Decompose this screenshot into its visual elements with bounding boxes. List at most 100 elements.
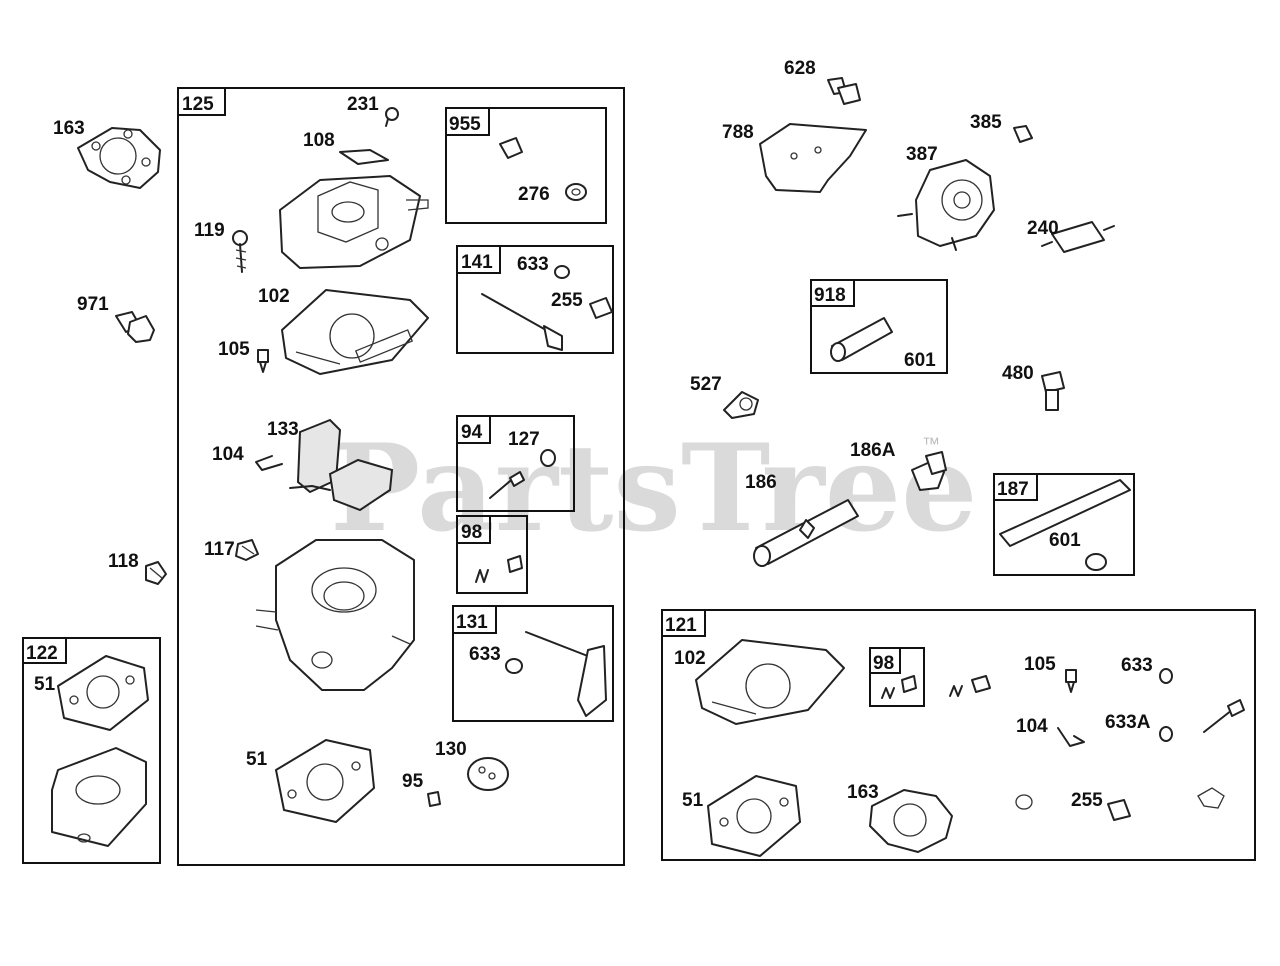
part-385-bolt[interactable]	[1013, 125, 1033, 143]
callout-51: 51	[682, 790, 704, 811]
group-label: 122	[26, 643, 58, 664]
part-387-fuel-pump[interactable]	[897, 159, 995, 251]
part-971-bolt[interactable]	[115, 311, 155, 343]
group-141[interactable]: 141	[456, 245, 614, 354]
part-788-bracket[interactable]	[759, 123, 867, 193]
callout-95: 95	[402, 771, 424, 792]
callout-105: 105	[218, 339, 250, 360]
callout-633: 633	[1121, 655, 1153, 676]
callout-163: 163	[53, 118, 85, 139]
callout-119: 119	[194, 220, 225, 241]
part-spacer[interactable]	[51, 747, 147, 847]
callout-51: 51	[246, 749, 268, 770]
part-kit-clamp[interactable]	[1197, 787, 1225, 809]
watermark-tm: ™	[922, 434, 940, 454]
group-label: 131	[456, 612, 488, 633]
part-480-bolt[interactable]	[1041, 371, 1065, 411]
part-carb-cover[interactable]	[279, 175, 429, 269]
part-spring-screw-loose[interactable]	[949, 675, 991, 697]
part-633-washer-kit[interactable]	[1159, 668, 1173, 684]
group-98-kit[interactable]: 98	[869, 647, 925, 707]
part-carb-body[interactable]	[255, 539, 415, 691]
callout-163: 163	[847, 782, 879, 803]
callout-387: 387	[906, 144, 938, 165]
part-131-throttle[interactable]	[525, 631, 607, 717]
part-240-filter[interactable]	[1041, 221, 1115, 253]
part-51-base-gasket[interactable]	[275, 739, 375, 823]
callout-255: 255	[1071, 790, 1103, 811]
part-255-bushing[interactable]	[589, 297, 613, 319]
part-108-gasket[interactable]	[339, 149, 389, 165]
part-119-screw[interactable]	[232, 230, 248, 273]
callout-601: 601	[1049, 530, 1081, 551]
part-141-shaft[interactable]	[481, 293, 563, 351]
part-527-clamp[interactable]	[723, 391, 759, 419]
callout-255: 255	[551, 290, 583, 311]
part-104-clip[interactable]	[255, 455, 283, 471]
callout-108: 108	[303, 130, 335, 151]
part-276-washer[interactable]	[565, 183, 587, 201]
part-105-needle-kit[interactable]	[1065, 669, 1077, 693]
group-955[interactable]: 955	[445, 107, 607, 224]
callout-104: 104	[212, 444, 244, 465]
part-118-plug[interactable]	[145, 561, 167, 585]
callout-480: 480	[1002, 363, 1034, 384]
part-187-hose[interactable]	[999, 479, 1131, 547]
group-label: 121	[665, 615, 697, 636]
part-255-bushing-kit[interactable]	[1107, 799, 1131, 821]
group-918[interactable]: 918	[810, 279, 948, 374]
part-186-tube[interactable]	[753, 499, 859, 567]
callout-118: 118	[108, 551, 139, 572]
callout-102: 102	[674, 648, 706, 669]
group-187[interactable]: 187	[993, 473, 1135, 576]
part-kit-needle[interactable]	[1203, 699, 1245, 733]
part-130-plate[interactable]	[467, 757, 509, 791]
part-628-bolt[interactable]	[827, 77, 861, 105]
part-102-gasket-kit[interactable]	[695, 639, 845, 725]
part-51-gasket[interactable]	[57, 655, 149, 731]
part-163-gasket[interactable]	[77, 127, 161, 189]
callout-105: 105	[1024, 654, 1056, 675]
callout-601: 601	[904, 350, 936, 371]
group-label: 918	[814, 285, 846, 306]
part-94-needle[interactable]	[489, 471, 525, 499]
part-955-plug[interactable]	[499, 137, 523, 159]
part-kit-lockwasher[interactable]	[1015, 794, 1033, 810]
group-label: 98	[873, 653, 894, 674]
part-163-gasket-kit[interactable]	[869, 789, 953, 853]
callout-633: 633	[517, 254, 549, 275]
group-131[interactable]: 131	[452, 605, 614, 722]
group-125[interactable]: 125	[177, 87, 625, 866]
callout-788: 788	[722, 122, 754, 143]
callout-186A: 186A	[850, 440, 896, 461]
group-98-carb[interactable]: 98	[456, 515, 528, 594]
part-98-spring-screw-kit[interactable]	[881, 675, 917, 699]
part-231-screw[interactable]	[385, 107, 399, 127]
part-133-float[interactable]	[289, 418, 394, 512]
part-51-gasket-kit[interactable]	[707, 775, 801, 857]
part-104-clip-kit[interactable]	[1057, 727, 1085, 747]
part-102-gasket[interactable]	[281, 289, 429, 375]
part-633-washer[interactable]	[505, 658, 523, 674]
callout-971: 971	[77, 294, 109, 315]
group-122[interactable]: 122	[22, 637, 161, 864]
part-95-screw[interactable]	[427, 791, 441, 807]
part-601-clamp[interactable]	[1085, 553, 1107, 571]
callout-231: 231	[347, 94, 379, 115]
part-127-oring[interactable]	[540, 449, 556, 467]
group-label: 94	[461, 422, 483, 443]
part-117-jet[interactable]	[235, 539, 259, 561]
callout-130: 130	[435, 739, 467, 760]
callout-240: 240	[1027, 218, 1059, 239]
callout-628: 628	[784, 58, 816, 79]
part-633A-washer[interactable]	[1159, 726, 1173, 742]
group-121[interactable]: 121	[661, 609, 1256, 861]
watermark: PartsTree	[330, 418, 977, 559]
callout-186: 186	[745, 472, 777, 493]
part-105-needle[interactable]	[257, 349, 269, 373]
part-918-fuel-line[interactable]	[830, 317, 893, 362]
part-633-washer[interactable]	[554, 265, 570, 279]
group-94[interactable]: 94	[456, 415, 575, 512]
part-98-spring-screw[interactable]	[475, 555, 523, 583]
part-186A-elbow[interactable]	[911, 451, 947, 491]
